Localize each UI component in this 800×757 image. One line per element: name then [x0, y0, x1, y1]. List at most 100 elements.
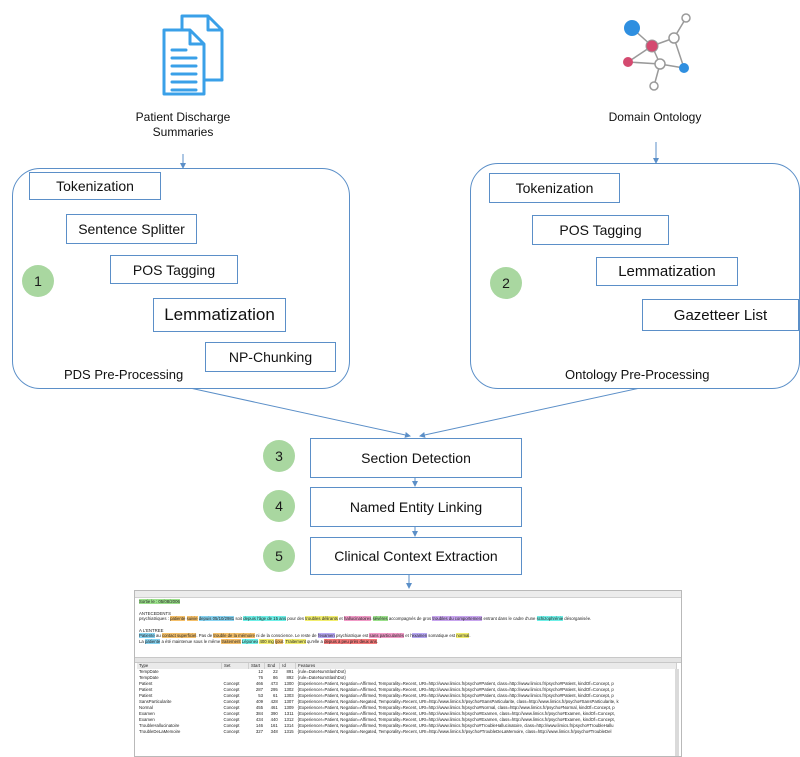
table-cell: Concept [223, 723, 240, 729]
column-header[interactable]: Set [221, 663, 249, 669]
column-header[interactable]: End [264, 663, 281, 669]
pds-step-lemmatization: Lemmatization [153, 298, 286, 332]
table-cell: 891 [286, 669, 294, 675]
entity-highlight: traitement [221, 638, 241, 644]
doc-text: a été maintenue sous le même [160, 638, 222, 644]
table-scrollbar[interactable] [675, 669, 679, 756]
table-cell: 287 [255, 687, 263, 693]
ontology-step-badge: 2 [490, 267, 522, 299]
table-cell: 473 [270, 681, 278, 687]
entity-highlight: hallucinatoires [343, 616, 372, 622]
table-cell: {Experiencer=Patient, Negation=Affirmed,… [297, 687, 614, 693]
entity-highlight: depuis l'âge de 15 ans [243, 616, 287, 622]
pipeline-badge-5: 5 [263, 540, 295, 572]
table-cell: Patient [139, 687, 153, 693]
table-cell: 455 [255, 705, 263, 711]
table-cell: Patient [139, 681, 153, 687]
pane-splitter[interactable] [135, 657, 681, 663]
table-cell: {rule=DateNumSlashDot} [297, 675, 346, 681]
table-cell: 161 [270, 723, 278, 729]
entity-highlight: trouble de la mémoire [213, 633, 255, 639]
pds-group-title: PDS Pre-Processing [64, 367, 184, 382]
doc-text: et [337, 616, 344, 622]
pipeline-badge-4: 4 [263, 490, 295, 522]
documents-icon [162, 14, 224, 96]
table-cell: {Experiencer=Patient, Negation=Affirmed,… [297, 723, 614, 729]
doc-text: désorganisée. [563, 616, 592, 622]
table-cell: Concept [223, 705, 240, 711]
doc-paragraph-antecedents: psychiatriques : patiente suivie depuis … [139, 616, 669, 622]
entity-highlight: /jour [275, 638, 284, 644]
clinical-context-extraction-step: Clinical Context Extraction [310, 537, 522, 575]
ontology-step-gazetteer-list: Gazetteer List [642, 299, 799, 331]
entity-highlight: depuis à peu près deux ans [324, 638, 377, 644]
ontology-step-lemmatization: Lemmatization [596, 257, 738, 286]
doc-paragraph-entree: Patiente au contact superficiel. Pas de … [139, 633, 669, 639]
table-cell: Normal [139, 705, 153, 711]
table-cell: 1315 [284, 729, 294, 735]
table-cell: 892 [286, 675, 294, 681]
table-cell: 12 [258, 669, 263, 675]
entity-highlight: examen [411, 633, 428, 639]
table-cell: {rule=DateNumSlashDot} [297, 669, 346, 675]
doc-heading-entree: A L'ENTREE [139, 627, 164, 633]
table-cell: Concept [223, 717, 240, 723]
entity-highlight: Patiente [139, 633, 155, 639]
pipeline-badge-3: 3 [263, 440, 295, 472]
column-header[interactable]: Start [248, 663, 266, 669]
entity-highlight: Léponex [241, 638, 259, 644]
entity-highlight: 400 mg [259, 638, 274, 644]
ontology-input-label: Domain Ontology [608, 110, 702, 124]
table-cell: Patient [139, 693, 153, 699]
entity-highlight: patiente [170, 616, 186, 622]
ontology-network-icon [623, 13, 691, 91]
table-cell: {Experiencer=Patient, Negation=Affirmed,… [297, 681, 614, 687]
table-cell: Concept [223, 681, 240, 687]
column-header[interactable]: Id [279, 663, 297, 669]
table-cell: 327 [255, 729, 263, 735]
table-cell: Concept [223, 699, 240, 705]
table-cell: Concept [223, 687, 240, 693]
table-cell: {Experiencer=Patient, Negation=Affirmed,… [297, 711, 615, 717]
doc-text: accompagnés de gros [387, 616, 433, 622]
table-cell: 86 [273, 675, 278, 681]
entity-highlight: normal [456, 633, 470, 639]
entity-highlight: depuis 05/10/2981 [198, 616, 235, 622]
pds-step-badge: 1 [22, 265, 54, 297]
table-cell: Examen [139, 717, 155, 723]
doc-line-exit: Sortie le : 05/08/2006 [139, 599, 669, 605]
table-cell: 466 [255, 681, 263, 687]
doc-text: entrant dans le cadre d'une [482, 616, 537, 622]
pds-step-np-chunking: NP-Chunking [205, 342, 336, 372]
table-cell: 409 [255, 699, 263, 705]
table-cell: {Experiencer=Patient, Negation=Negated, … [297, 699, 619, 705]
table-cell: 61 [273, 693, 278, 699]
entity-highlight: patiente [144, 638, 161, 644]
doc-text: . [469, 633, 471, 639]
doc-text: La [139, 638, 145, 644]
column-header[interactable]: Features [295, 663, 677, 669]
table-header-row: Type Set Start End Id Features [137, 663, 677, 669]
entity-highlight: sévères [372, 616, 388, 622]
table-cell: {Experiencer=Patient, Negation=Affirmed,… [297, 693, 614, 699]
column-header[interactable]: Type [137, 663, 222, 669]
table-cell: 440 [270, 717, 278, 723]
entity-highlight: troubles du comportement [432, 616, 483, 622]
table-cell: SansParticularite [139, 699, 172, 705]
doc-heading-antecedents: ANTECEDENTS [139, 610, 171, 616]
table-cell: 1303 [284, 693, 294, 699]
doc-text: . [376, 638, 379, 644]
pds-step-tokenization: Tokenization [29, 172, 161, 200]
